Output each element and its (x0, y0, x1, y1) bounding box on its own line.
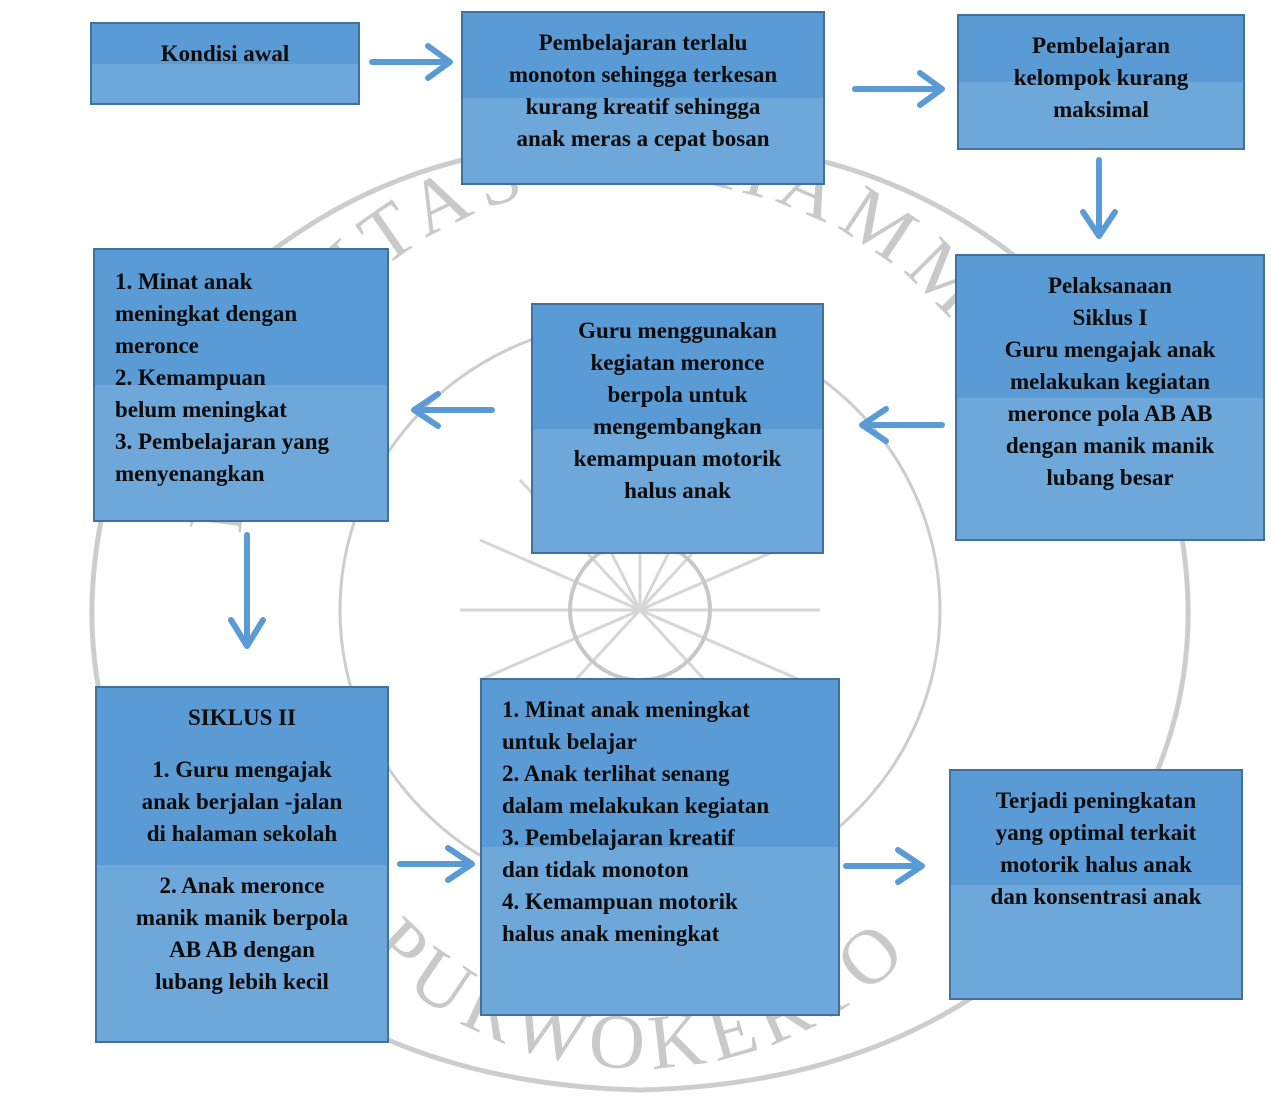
box-text-line: 3. Pembelajaran kreatif (502, 825, 735, 850)
box-text-line: berpola untuk (607, 382, 748, 407)
box-text-line: Guru menggunakan (578, 318, 777, 343)
box-text-line: kemampuan motorik (573, 446, 782, 471)
box-text-line: Pembelajaran terlalu (538, 30, 748, 55)
box-text-line: untuk belajar (502, 729, 637, 754)
box-text-line: Guru mengajak anak (1004, 337, 1216, 362)
box-text-line: kegiatan meronce (590, 350, 765, 375)
box-text-line: manik manik berpola (135, 905, 349, 930)
box-text-line: 1. Guru mengajak (152, 757, 332, 782)
box-text-line: monoton sehingga terkesan (508, 62, 778, 87)
box-text-line: halus anak meningkat (502, 921, 720, 946)
box-text-line: dan konsentrasi anak (990, 884, 1202, 909)
box-text-line: 2. Anak meronce (159, 873, 325, 898)
box-peningkatan-optimal: Terjadi peningkatan yang optimal terkait m… (949, 769, 1243, 1000)
box-text-line: motorik halus anak (1000, 852, 1192, 877)
box-text-line: 4. Kemampuan motorik (502, 889, 738, 914)
box-text-line: dalam melakukan kegiatan (502, 793, 770, 818)
box-siklus-2: SIKLUS II 1. Guru mengajak anak berjalan … (95, 686, 389, 1043)
siklus-2-title: SIKLUS II (187, 705, 297, 730)
box-kondisi-awal: Kondisi awal (90, 22, 360, 105)
box-text-line: dengan manik manik (1005, 433, 1215, 458)
box-text-line: Kondisi awal (160, 41, 290, 66)
box-text-line: kelompok kurang (1013, 65, 1189, 90)
box-text-line: Pembelajaran (1032, 33, 1170, 58)
box-text-line: 2. Kemampuan (115, 365, 266, 390)
box-text-line: yang optimal terkait (995, 820, 1197, 845)
box-text-line: meningkat dengan (115, 301, 298, 326)
box-text-line: belum meningkat (115, 397, 287, 422)
box-guru-meronce: Guru menggunakan kegiatan meronce berpola … (531, 303, 824, 554)
box-text-line: AB AB dengan (169, 937, 315, 962)
box-pembelajaran-monoton: Pembelajaran terlalu monoton sehingga ter… (461, 11, 825, 185)
box-text-line: Pelaksanaan (1048, 273, 1172, 298)
box-text-line: 1. Minat anak meningkat (502, 697, 750, 722)
box-text-line: meronce pola AB AB (1007, 401, 1213, 426)
box-text-line: kurang kreatif sehingga (525, 94, 761, 119)
box-text-line: halus anak (624, 478, 731, 503)
box-text-line: 2. Anak terlihat senang (502, 761, 730, 786)
box-text-line: Siklus I (1072, 305, 1148, 330)
box-text-line: anak meras a cepat bosan (516, 126, 770, 151)
box-text-line: maksimal (1053, 97, 1149, 122)
box-text-line: lubang lebih kecil (155, 969, 329, 994)
box-text-line: 3. Pembelajaran yang (115, 429, 330, 454)
box-kelompok-kurang: Pembelajaran kelompok kurang maksimal (957, 14, 1245, 150)
box-text-line: mengembangkan (593, 414, 762, 439)
box-text-line: Terjadi peningkatan (995, 788, 1197, 813)
box-text-line: 1. Minat anak (115, 269, 253, 294)
box-text-line: melakukan kegiatan (1009, 369, 1210, 394)
box-text-line: anak berjalan -jalan (141, 789, 343, 814)
box-text-line: lubang besar (1046, 465, 1174, 490)
box-text-line: di halaman sekolah (146, 821, 338, 846)
box-text-line: meronce (115, 333, 199, 358)
box-hasil-siklus-1: 1. Minat anak meningkat dengan meronce 2. K… (93, 248, 389, 522)
box-text-line: dan tidak monoton (502, 857, 689, 882)
box-hasil-siklus-2: 1. Minat anak meningkat untuk belajar 2. A… (480, 678, 840, 1016)
box-text-line: menyenangkan (115, 461, 265, 486)
